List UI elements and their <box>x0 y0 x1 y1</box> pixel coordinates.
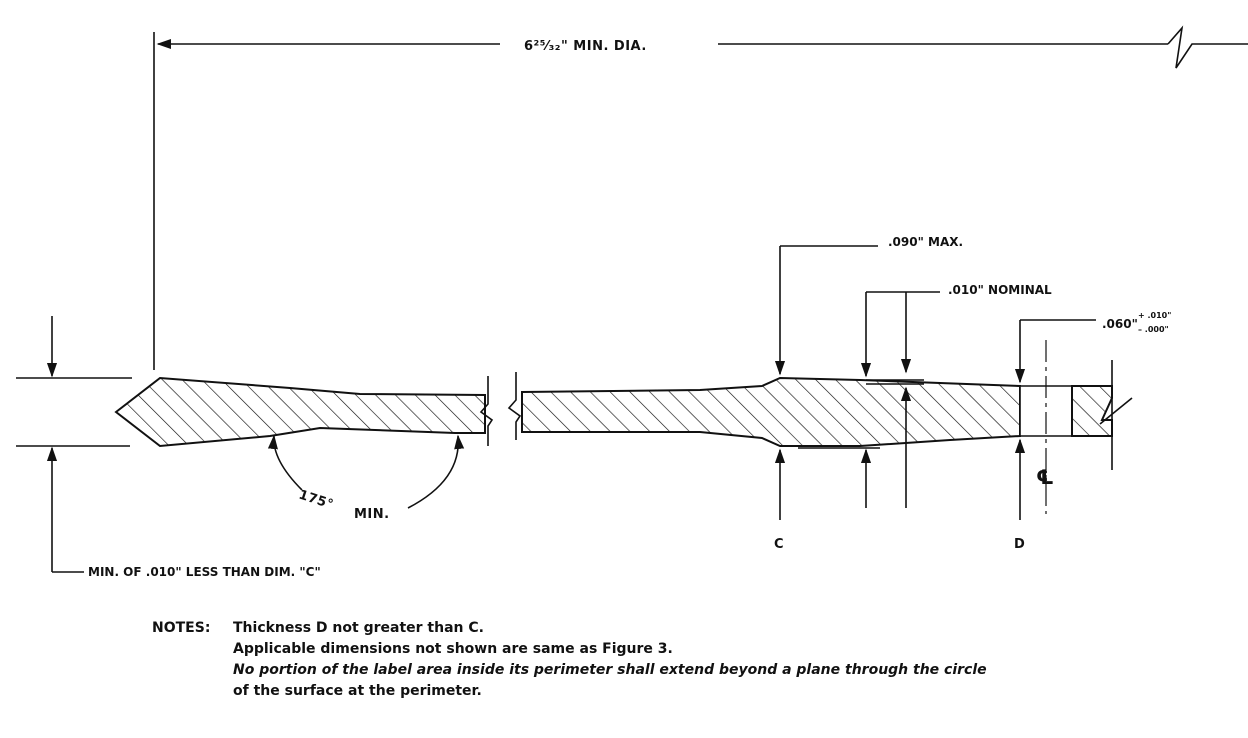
diameter-label: 6²⁵⁄₃₂" MIN. DIA. <box>524 39 647 54</box>
note-line: No portion of the label area inside its … <box>233 662 987 678</box>
section-break <box>479 372 522 446</box>
tolerance-base-label: .060" <box>1102 317 1138 331</box>
nominal-step-detail <box>798 379 924 449</box>
tolerance-plus-label: + .010" <box>1138 311 1171 320</box>
right-section-end <box>1071 385 1113 437</box>
angle-qualifier-label: MIN. <box>354 507 390 522</box>
notes-lines: Thickness D not greater than C. Applicab… <box>233 618 1208 702</box>
tolerance-dimension <box>1014 319 1096 520</box>
angle-dimension <box>267 434 465 509</box>
max-thickness-dimension <box>774 245 878 520</box>
max-thickness-label: .090" MAX. <box>888 235 963 249</box>
nominal-dimension <box>860 291 940 508</box>
c-marker: C <box>774 537 784 552</box>
left-thickness-dimension <box>16 316 132 573</box>
note-line: Applicable dimensions not shown are same… <box>233 641 673 657</box>
right-section <box>521 376 1021 447</box>
note-line: of the surface at the perimeter. <box>233 683 482 699</box>
tolerance-minus-label: – .000" <box>1138 325 1169 334</box>
d-marker: D <box>1014 537 1025 552</box>
notes-heading: NOTES: <box>152 620 211 636</box>
centerline-symbol: ℄ <box>1036 465 1054 489</box>
nominal-label: .010" NOMINAL <box>948 283 1052 297</box>
right-break <box>1099 360 1133 470</box>
note-line: Thickness D not greater than C. <box>233 620 484 636</box>
left-section <box>114 376 486 448</box>
diameter-dimension <box>153 25 1248 370</box>
edge-note-label: MIN. OF .010" LESS THAN DIM. "C" <box>88 565 321 579</box>
angle-value-label: 175° <box>297 488 336 513</box>
